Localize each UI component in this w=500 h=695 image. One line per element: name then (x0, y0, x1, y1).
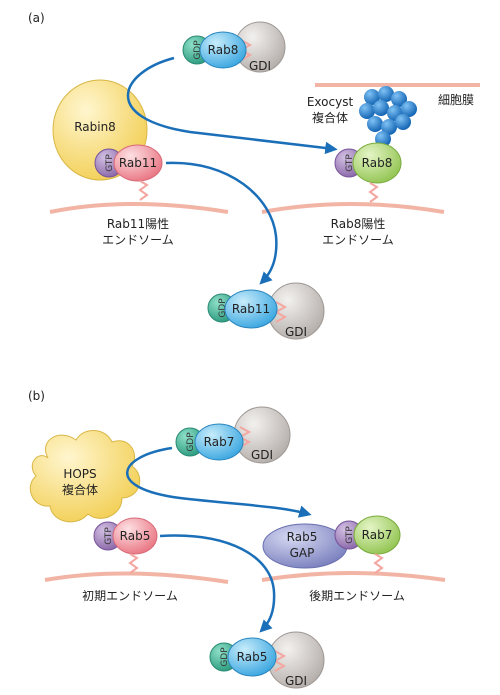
gdp-rab5-gdi-complex: GDI GDP Rab5 (209, 631, 325, 689)
prenyl-anchor (128, 553, 139, 574)
plasma-membrane-label: 細胞膜 (438, 93, 474, 107)
gtp-label: GTP (345, 526, 355, 544)
rab5-protein (112, 517, 158, 555)
rab8-endosome-label-line2: エンドソーム (322, 233, 394, 247)
gdp-rab11-gdi-complex: GDI GDP Rab11 (207, 282, 325, 340)
exocyst-label-line2: 複合体 (312, 110, 348, 125)
rab11-endosome-membrane (49, 202, 229, 214)
gdi-label: GDI (285, 325, 307, 339)
rab11-protein (224, 289, 278, 329)
arrow-rab11-to-gdi (165, 161, 278, 285)
rab7-protein (194, 423, 244, 461)
panel-b-label: (b) (28, 389, 45, 403)
rab5-label: Rab5 (120, 529, 151, 543)
hops-label-line2: 複合体 (62, 482, 98, 497)
rab8-endosome-membrane (261, 202, 445, 214)
gdp-label: GDP (218, 298, 228, 318)
gtp-rab11-complex: GTP Rab11 (94, 144, 163, 201)
late-endosome-membrane (261, 571, 446, 582)
gdi-label: GDI (285, 674, 307, 688)
rab7-label: Rab7 (204, 435, 235, 449)
rab5-label: Rab5 (237, 650, 268, 664)
gdp-label: GDP (220, 647, 230, 667)
late-endosome-label: 後期エンドソーム (309, 589, 405, 603)
early-endosome-membrane (44, 571, 229, 584)
rab7-label: Rab7 (362, 528, 393, 542)
rab8-protein (199, 31, 247, 69)
gtp-label: GTP (104, 527, 114, 545)
exocyst-label-line1: Exocyst (307, 95, 354, 109)
rab11-endosome-label-line2: エンドソーム (102, 233, 174, 247)
rab8-label: Rab8 (208, 43, 239, 57)
gdi-label: GDI (249, 59, 271, 73)
arrow-rab5-to-gdi (159, 534, 276, 633)
gdp-label: GDP (193, 40, 203, 60)
panel-a-label: (a) (28, 11, 45, 25)
rab11-label: Rab11 (119, 156, 157, 170)
early-endosome-label: 初期エンドソーム (82, 589, 178, 603)
gdi-label: GDI (251, 448, 273, 462)
gtp-rab5-complex: GTP Rab5 (93, 517, 158, 574)
rab8-label: Rab8 (362, 156, 393, 170)
prenyl-anchor (138, 180, 149, 201)
gtp-rab8-complex: GTP Rab8 (334, 142, 402, 203)
prenyl-anchor (368, 182, 379, 203)
hops-complex (29, 430, 141, 523)
arrow-rab8-to-membrane (126, 56, 338, 155)
rab5-gap-label-line1: Rab5 (287, 530, 318, 544)
gdp-label: GDP (186, 432, 196, 452)
rab11-label: Rab11 (232, 302, 270, 316)
gtp-label: GTP (345, 154, 355, 172)
gtp-rab7-complex: GTP Rab7 (334, 515, 401, 574)
hops-label-line1: HOPS (63, 467, 96, 481)
rab5-protein (227, 637, 277, 677)
rabin8-label: Rabin8 (74, 120, 116, 134)
rab5-gap-label-line2: GAP (290, 546, 315, 560)
rab11-protein (113, 144, 163, 182)
exocyst-complex (359, 86, 417, 147)
gdp-rab7-gdi-complex: GDI GDP Rab7 (175, 406, 291, 464)
arrow-rab7-to-late-endosome (126, 446, 312, 518)
gdp-rab8-gdi-complex: GDI GDP Rab8 (182, 21, 286, 73)
rab8-active-protein (352, 142, 402, 184)
rab11-endosome-label-line1: Rab11陽性 (107, 217, 169, 231)
gtp-label: GTP (105, 154, 115, 172)
prenyl-anchor (373, 553, 384, 574)
rab8-endosome-label-line1: Rab8陽性 (331, 217, 386, 231)
